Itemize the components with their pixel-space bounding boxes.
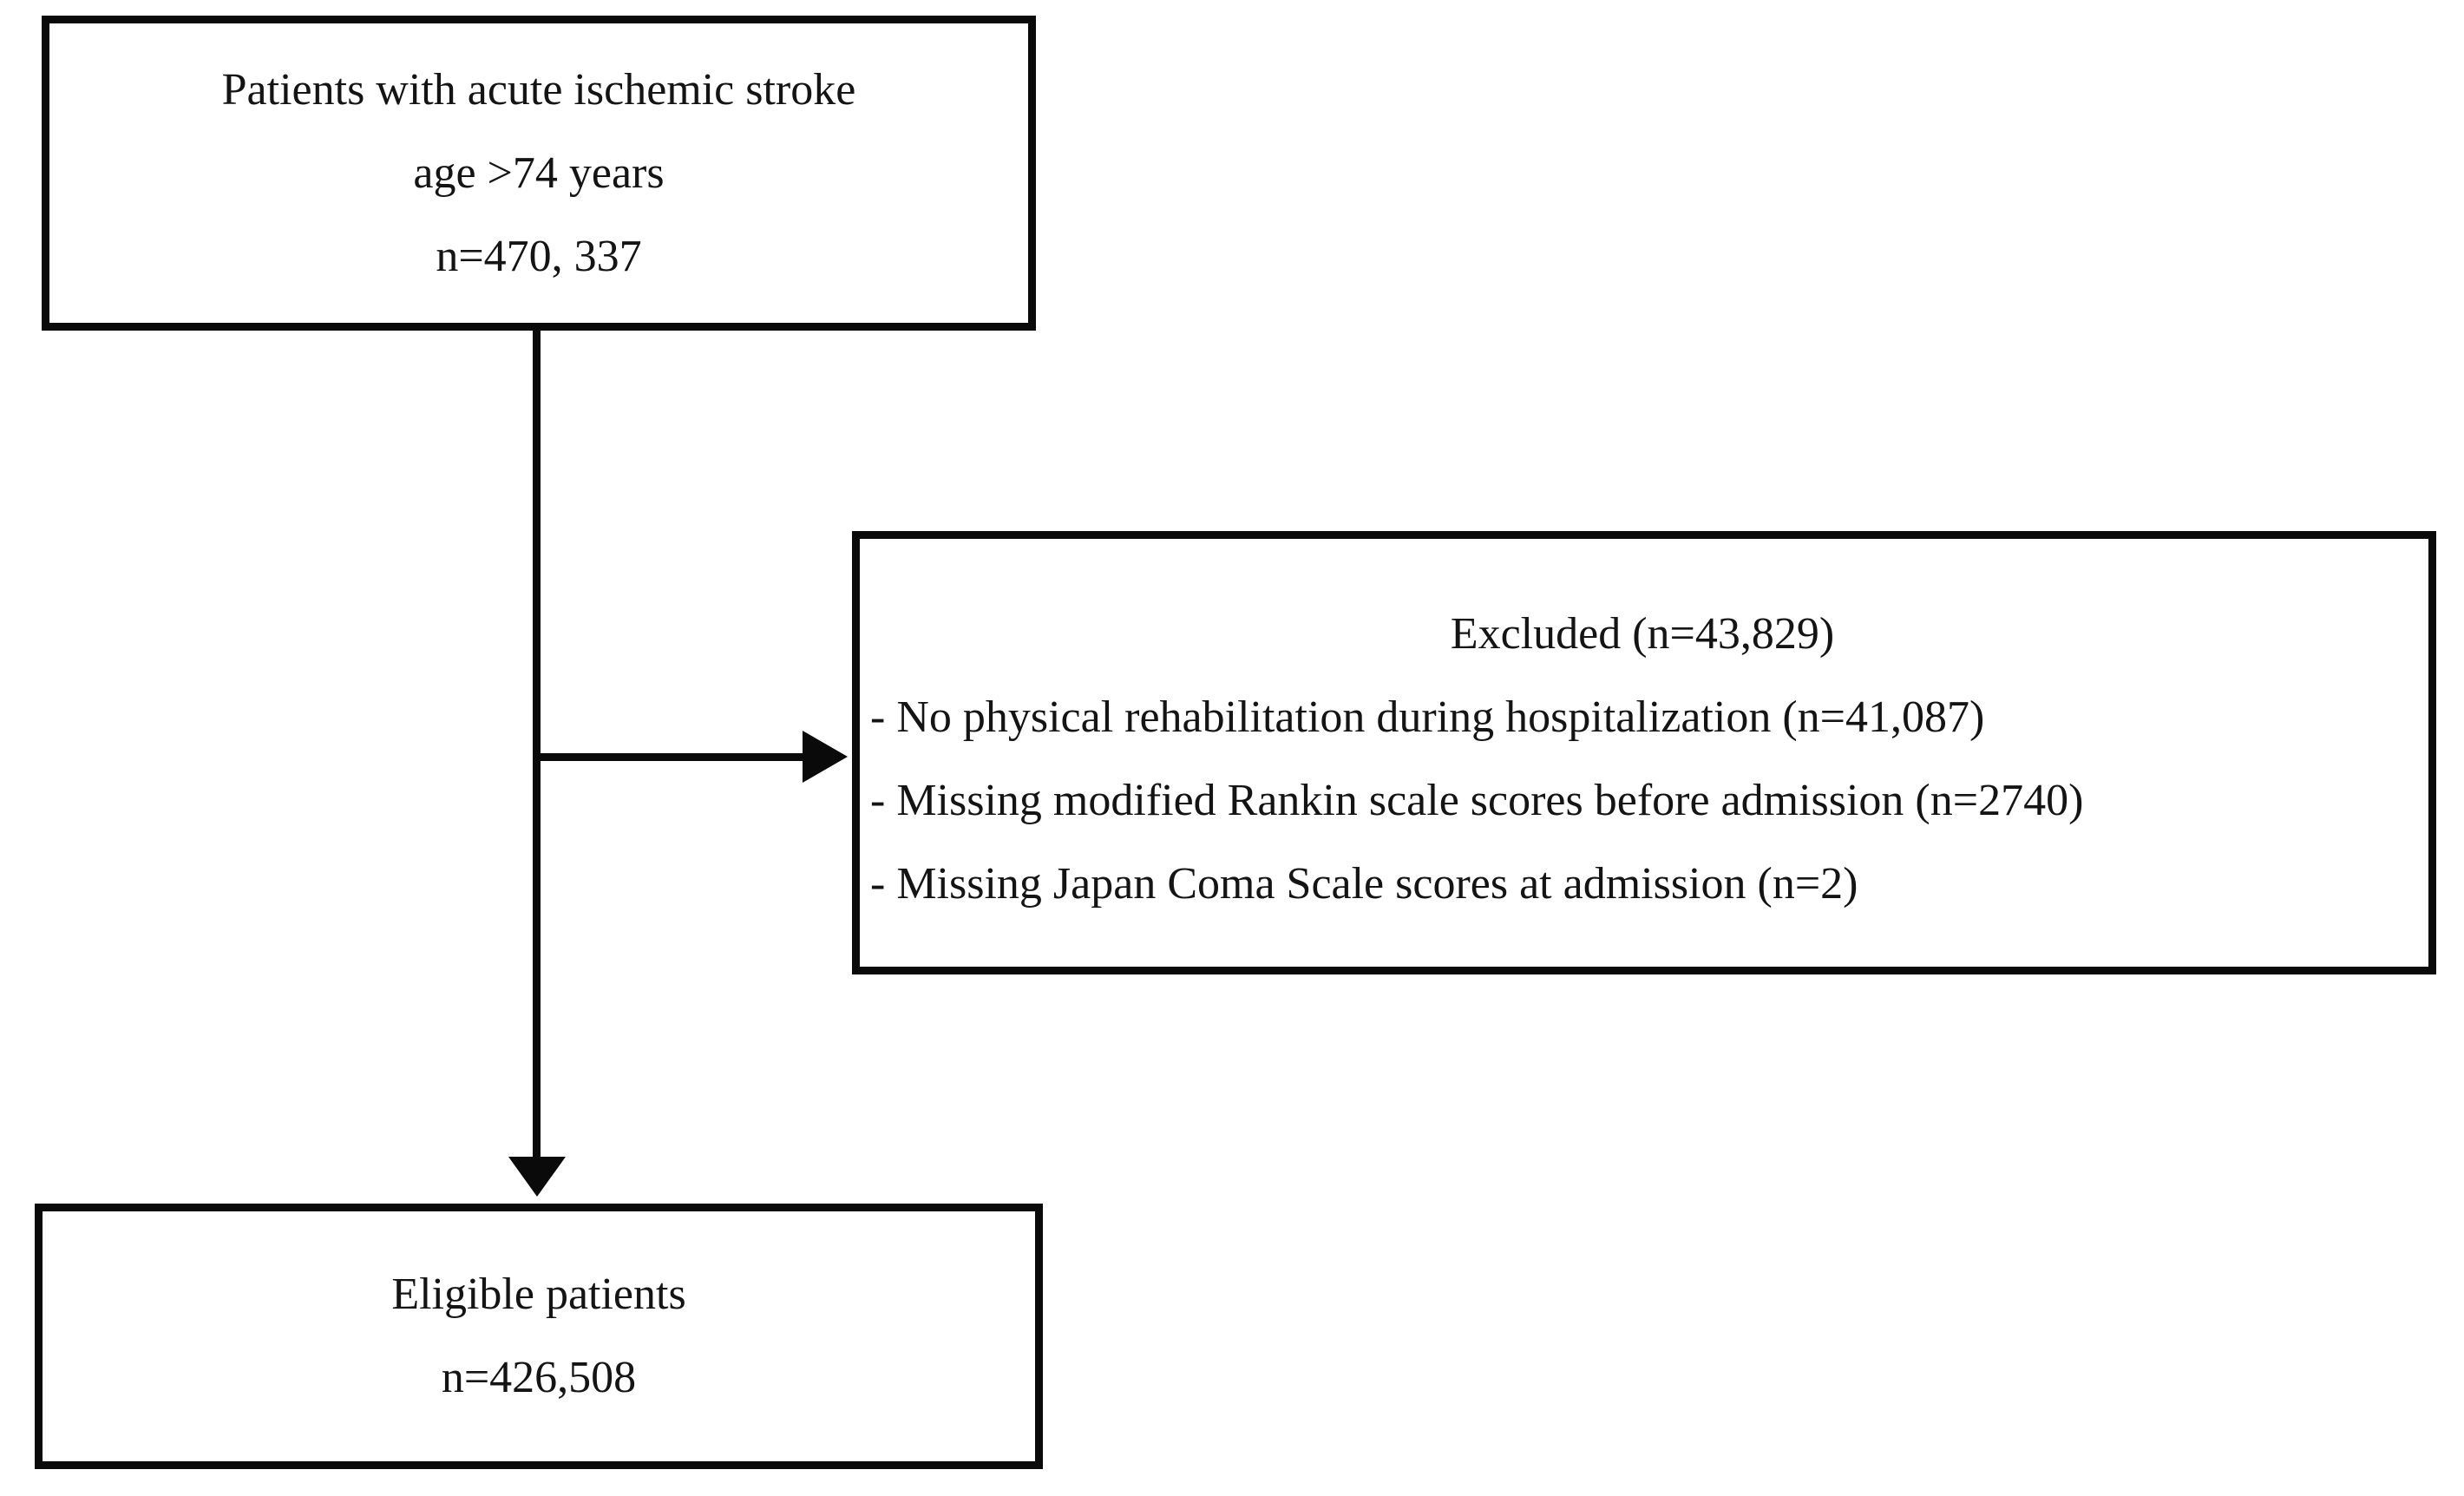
node-source-population: Patients with acute ischemic stroke age … (42, 16, 1036, 331)
excluded-item-2: - Missing modified Rankin scale scores b… (870, 776, 2084, 825)
arrowhead-down-icon (508, 1157, 566, 1197)
node-eligible-patients: Eligible patients n=426,508 (35, 1204, 1043, 1469)
connector-vertical-line (533, 331, 541, 1157)
eligible-patients-label: Eligible patients (391, 1270, 686, 1319)
excluded-item-3: - Missing Japan Coma Scale scores at adm… (870, 859, 1858, 909)
source-population-line-1: Patients with acute ischemic stroke (221, 64, 856, 115)
excluded-item-1: - No physical rehabilitation during hosp… (870, 692, 1985, 742)
node-excluded: Excluded (n=43,829) - No physical rehabi… (852, 531, 2436, 974)
source-population-line-2: age >74 years (413, 148, 665, 198)
eligible-patients-count: n=426,508 (441, 1353, 637, 1402)
arrowhead-right-icon (803, 731, 848, 783)
source-population-count: n=470, 337 (436, 231, 642, 281)
excluded-title: Excluded (n=43,829) (1450, 609, 1835, 659)
connector-horizontal-branch-line (536, 753, 803, 761)
